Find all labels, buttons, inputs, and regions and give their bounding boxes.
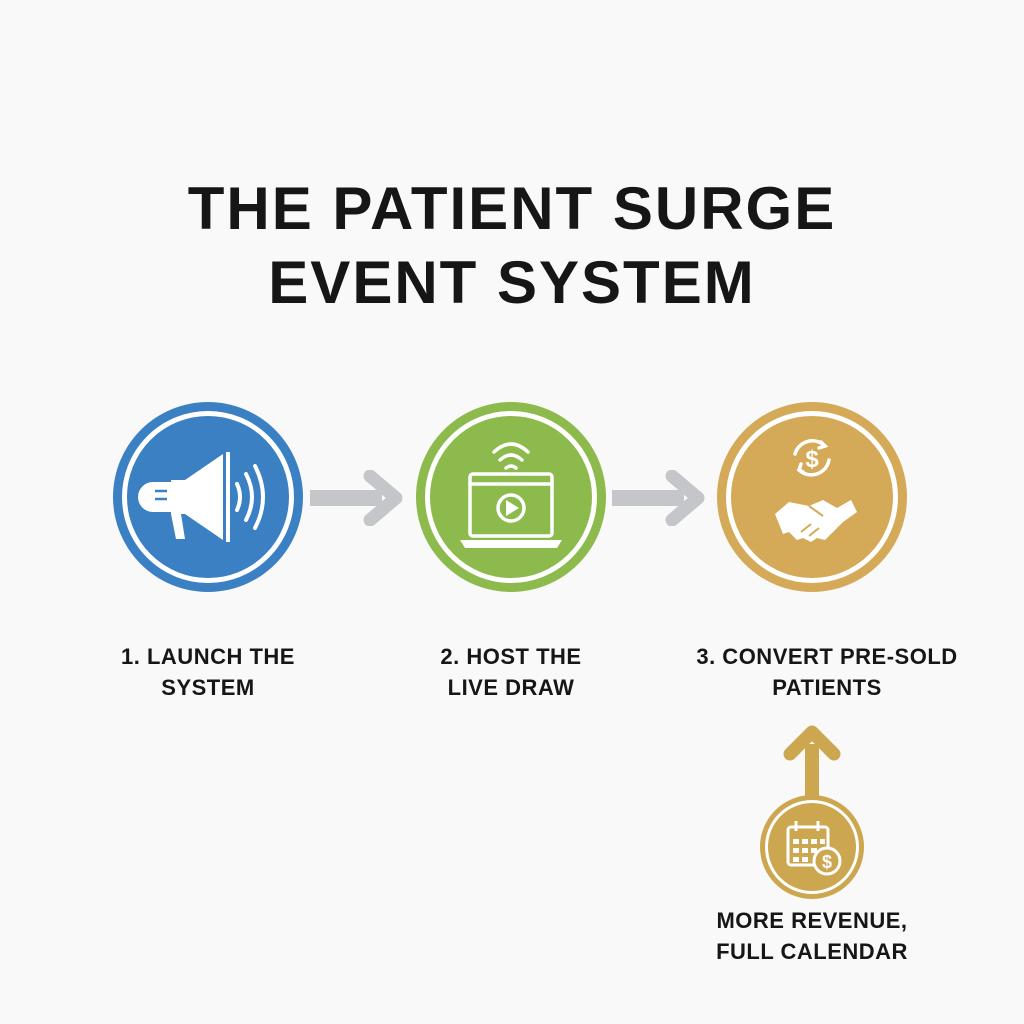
title-line-2: EVENT SYSTEM xyxy=(268,249,756,316)
arrow-up xyxy=(783,725,841,796)
arrow-right-1 xyxy=(310,470,403,526)
arrow-right-2 xyxy=(612,470,705,526)
step-1-circle xyxy=(113,402,303,592)
page-title: THE PATIENT SURGE EVENT SYSTEM xyxy=(0,172,1024,320)
title-line-1: THE PATIENT SURGE xyxy=(187,175,837,242)
svg-text:$: $ xyxy=(805,446,819,473)
step-2-circle xyxy=(416,402,606,592)
megaphone-icon xyxy=(138,452,265,542)
step-3-circle: $ xyxy=(717,402,907,592)
calendar-dollar-icon: $ xyxy=(786,821,842,876)
svg-text:$: $ xyxy=(822,852,832,872)
outcome-label: MORE REVENUE,FULL CALENDAR xyxy=(716,908,908,964)
dollar-handshake-icon: $ xyxy=(775,439,857,542)
laptop-play-icon xyxy=(460,442,562,548)
outcome-circle: $ xyxy=(760,795,864,899)
